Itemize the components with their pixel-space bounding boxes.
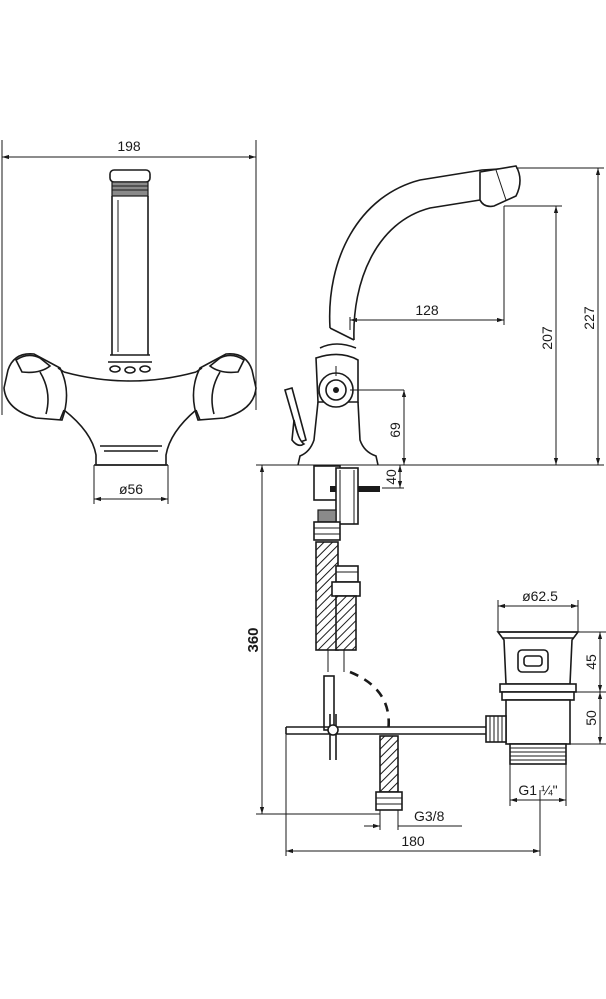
spout-reach-label: 128 (415, 302, 439, 318)
dimension-spout-reach: 128 (349, 206, 505, 330)
spout-side (328, 165, 521, 341)
mixer-body-front (63, 371, 197, 466)
dimension-waste-thread: G1 ¼" (509, 764, 567, 806)
side-view: 69 128 207 227 (245, 165, 606, 856)
dimension-hose-thread: G3/8 (364, 808, 462, 830)
pull-rod-link (349, 670, 390, 733)
waste-head-height-label: 45 (583, 654, 599, 670)
dimension-total-height: 227 (516, 167, 604, 466)
front-width-label: 198 (117, 138, 141, 154)
hose-thread-label: G3/8 (414, 808, 445, 824)
flexible-hoses (315, 541, 361, 731)
deck-thickness-label: 40 (383, 469, 399, 485)
pull-rod (285, 714, 486, 760)
total-height-label: 227 (581, 306, 597, 330)
waste-body-height-label: 50 (583, 710, 599, 726)
spout-height-label: 207 (539, 326, 555, 350)
dimension-total-depth: 360 (245, 464, 380, 815)
right-handle (192, 353, 257, 421)
waste-diameter-label: ø62.5 (522, 588, 558, 604)
body-side (297, 343, 404, 466)
spout-front (108, 169, 152, 374)
dimension-rod-length: 180 (285, 734, 541, 856)
left-handle (3, 353, 68, 421)
under-deck-fixings (313, 465, 380, 541)
dimension-front-width: 198 (1, 138, 257, 415)
front-view: 198 (1, 138, 257, 504)
dimension-lever-height: 69 (387, 390, 407, 465)
pop-up-waste (485, 631, 580, 765)
rod-length-label: 180 (401, 833, 425, 849)
lever-height-label: 69 (387, 422, 403, 438)
small-hose (375, 735, 403, 811)
dimension-base-diameter: ø56 (93, 465, 169, 504)
dimension-deck-thickness: 40 (382, 465, 404, 489)
dimension-spout-height: 207 (504, 205, 562, 465)
dimension-waste-diameter: ø62.5 (497, 588, 579, 632)
base-diameter-label: ø56 (119, 481, 143, 497)
total-depth-label: 360 (245, 627, 262, 652)
dimension-waste-heights: 45 50 (570, 631, 606, 745)
lever-side (284, 387, 307, 447)
waste-thread-label: G1 ¼" (518, 782, 557, 798)
